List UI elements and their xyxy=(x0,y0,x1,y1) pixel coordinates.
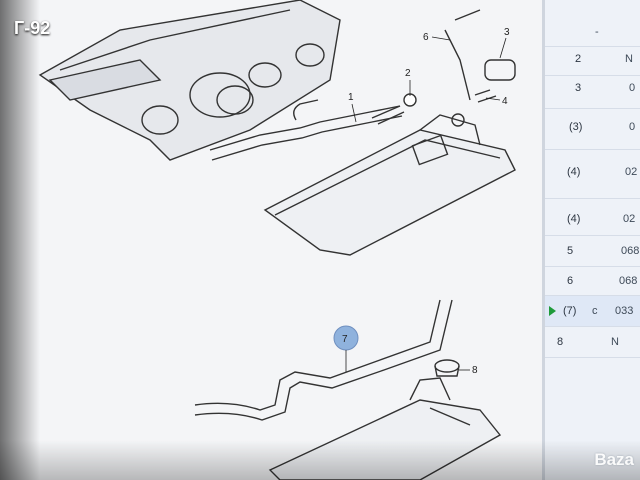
table-row[interactable]: 2 N xyxy=(545,47,640,76)
table-row[interactable]: 3 0 xyxy=(545,76,640,109)
row-position: (3) xyxy=(569,121,583,133)
clamp-part-8-drawing xyxy=(434,359,460,377)
table-row[interactable]: (3) 0 xyxy=(545,109,640,150)
row-mark: c xyxy=(592,305,598,317)
row-position: 8 xyxy=(557,336,564,348)
row-position: (4) xyxy=(567,166,581,178)
table-row[interactable]: (4) 02 xyxy=(545,199,640,236)
screen-edge-shadow xyxy=(0,0,40,480)
intake-manifold-drawing xyxy=(38,0,341,161)
row-part-number: 02 xyxy=(625,166,638,178)
row-position: 6 xyxy=(567,275,574,287)
table-row[interactable]: 8 N xyxy=(545,327,640,358)
svg-text:6: 6 xyxy=(423,32,429,43)
table-row[interactable]: (4) 02 xyxy=(545,150,640,199)
site-watermark: Baza xyxy=(594,450,634,469)
valve-cover-top-drawing xyxy=(263,9,516,256)
pane-divider[interactable] xyxy=(542,0,545,480)
row-position: (4) xyxy=(567,213,581,225)
table-row[interactable]: 6 068 xyxy=(545,267,640,296)
callout-6: 6 xyxy=(423,32,451,43)
svg-text:4: 4 xyxy=(502,96,508,107)
svg-text:8: 8 xyxy=(472,365,478,376)
current-row-arrow-icon xyxy=(549,306,556,316)
row-part-number: - xyxy=(595,26,599,38)
table-row-selected[interactable]: (7) c 033 xyxy=(545,296,640,327)
row-position: 2 xyxy=(575,53,582,65)
callout-8: 8 xyxy=(459,365,478,376)
row-position: 3 xyxy=(575,82,582,94)
row-part-number: 0 xyxy=(629,82,636,94)
svg-text:2: 2 xyxy=(405,68,411,79)
row-position: 5 xyxy=(567,245,574,257)
callout-3: 3 xyxy=(499,27,510,59)
callout-2: 2 xyxy=(405,68,411,96)
valve-cover-bottom-drawing xyxy=(268,377,502,480)
row-position: (7) xyxy=(563,305,577,317)
row-mark: N xyxy=(611,336,619,348)
callout-7-highlighted[interactable]: 7 xyxy=(333,325,359,372)
photo-overlay-label: Г-92 xyxy=(14,18,51,38)
table-row[interactable]: 5 068 xyxy=(545,236,640,267)
row-part-number: 0 xyxy=(629,121,636,133)
parts-list-table: - 2 N 3 0 (3) 0 (4) 02 (4) 02 5 068 6 06… xyxy=(545,0,640,480)
hose-part-1-drawing xyxy=(209,99,405,161)
svg-text:1: 1 xyxy=(348,92,354,103)
row-part-number: N xyxy=(625,53,633,65)
exploded-parts-diagram: 1 2 3 4 6 7 xyxy=(38,0,516,480)
row-part-number: 068 xyxy=(619,275,638,287)
hose-part-7-drawing xyxy=(194,299,453,421)
table-row[interactable]: - xyxy=(545,20,640,47)
row-part-number: 033 xyxy=(615,305,634,317)
svg-text:7: 7 xyxy=(342,334,348,345)
screen-bottom-shadow xyxy=(0,440,640,480)
parts-diagram-pane[interactable]: 1 2 3 4 6 7 xyxy=(0,0,542,480)
callout-4: 4 xyxy=(485,96,508,107)
svg-text:3: 3 xyxy=(504,27,510,38)
row-part-number: 02 xyxy=(623,213,636,225)
row-part-number: 068 xyxy=(621,245,640,257)
callout-1: 1 xyxy=(348,92,357,123)
